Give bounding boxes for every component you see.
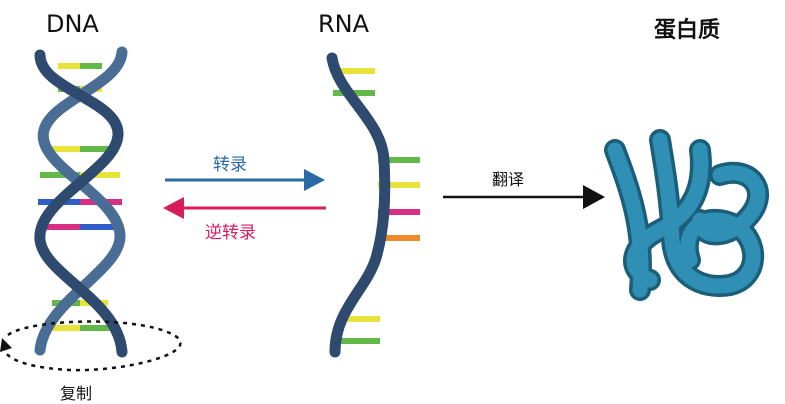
dna-rung xyxy=(42,224,118,230)
replication-loop xyxy=(0,320,182,372)
transcription-label: 转录 xyxy=(213,155,247,175)
dna-strand-front xyxy=(34,49,128,358)
rna-base xyxy=(378,235,420,241)
translation-label: 翻译 xyxy=(492,170,525,189)
dna-rung xyxy=(40,172,120,178)
rna-strand xyxy=(326,52,391,358)
dna-rung xyxy=(48,146,112,152)
rna-title: RNA xyxy=(318,10,370,38)
dna-title: DNA xyxy=(46,10,99,38)
rna-base xyxy=(378,182,420,188)
rna-base xyxy=(378,157,420,163)
rna-base xyxy=(338,316,380,322)
rna-base xyxy=(338,338,380,344)
transcription-arrow xyxy=(165,169,325,191)
reverse-transcription-label: 逆转录 xyxy=(205,223,256,243)
protein-title: 蛋白质 xyxy=(654,18,721,43)
reverse-transcription-arrow xyxy=(163,197,326,219)
rna-base xyxy=(333,68,375,74)
protein-shape xyxy=(604,129,769,301)
dna-rung xyxy=(58,63,102,69)
rna-base xyxy=(378,209,420,215)
replication-label: 复制 xyxy=(60,384,93,403)
translation-arrow xyxy=(443,185,605,209)
dna-rung xyxy=(46,325,114,331)
